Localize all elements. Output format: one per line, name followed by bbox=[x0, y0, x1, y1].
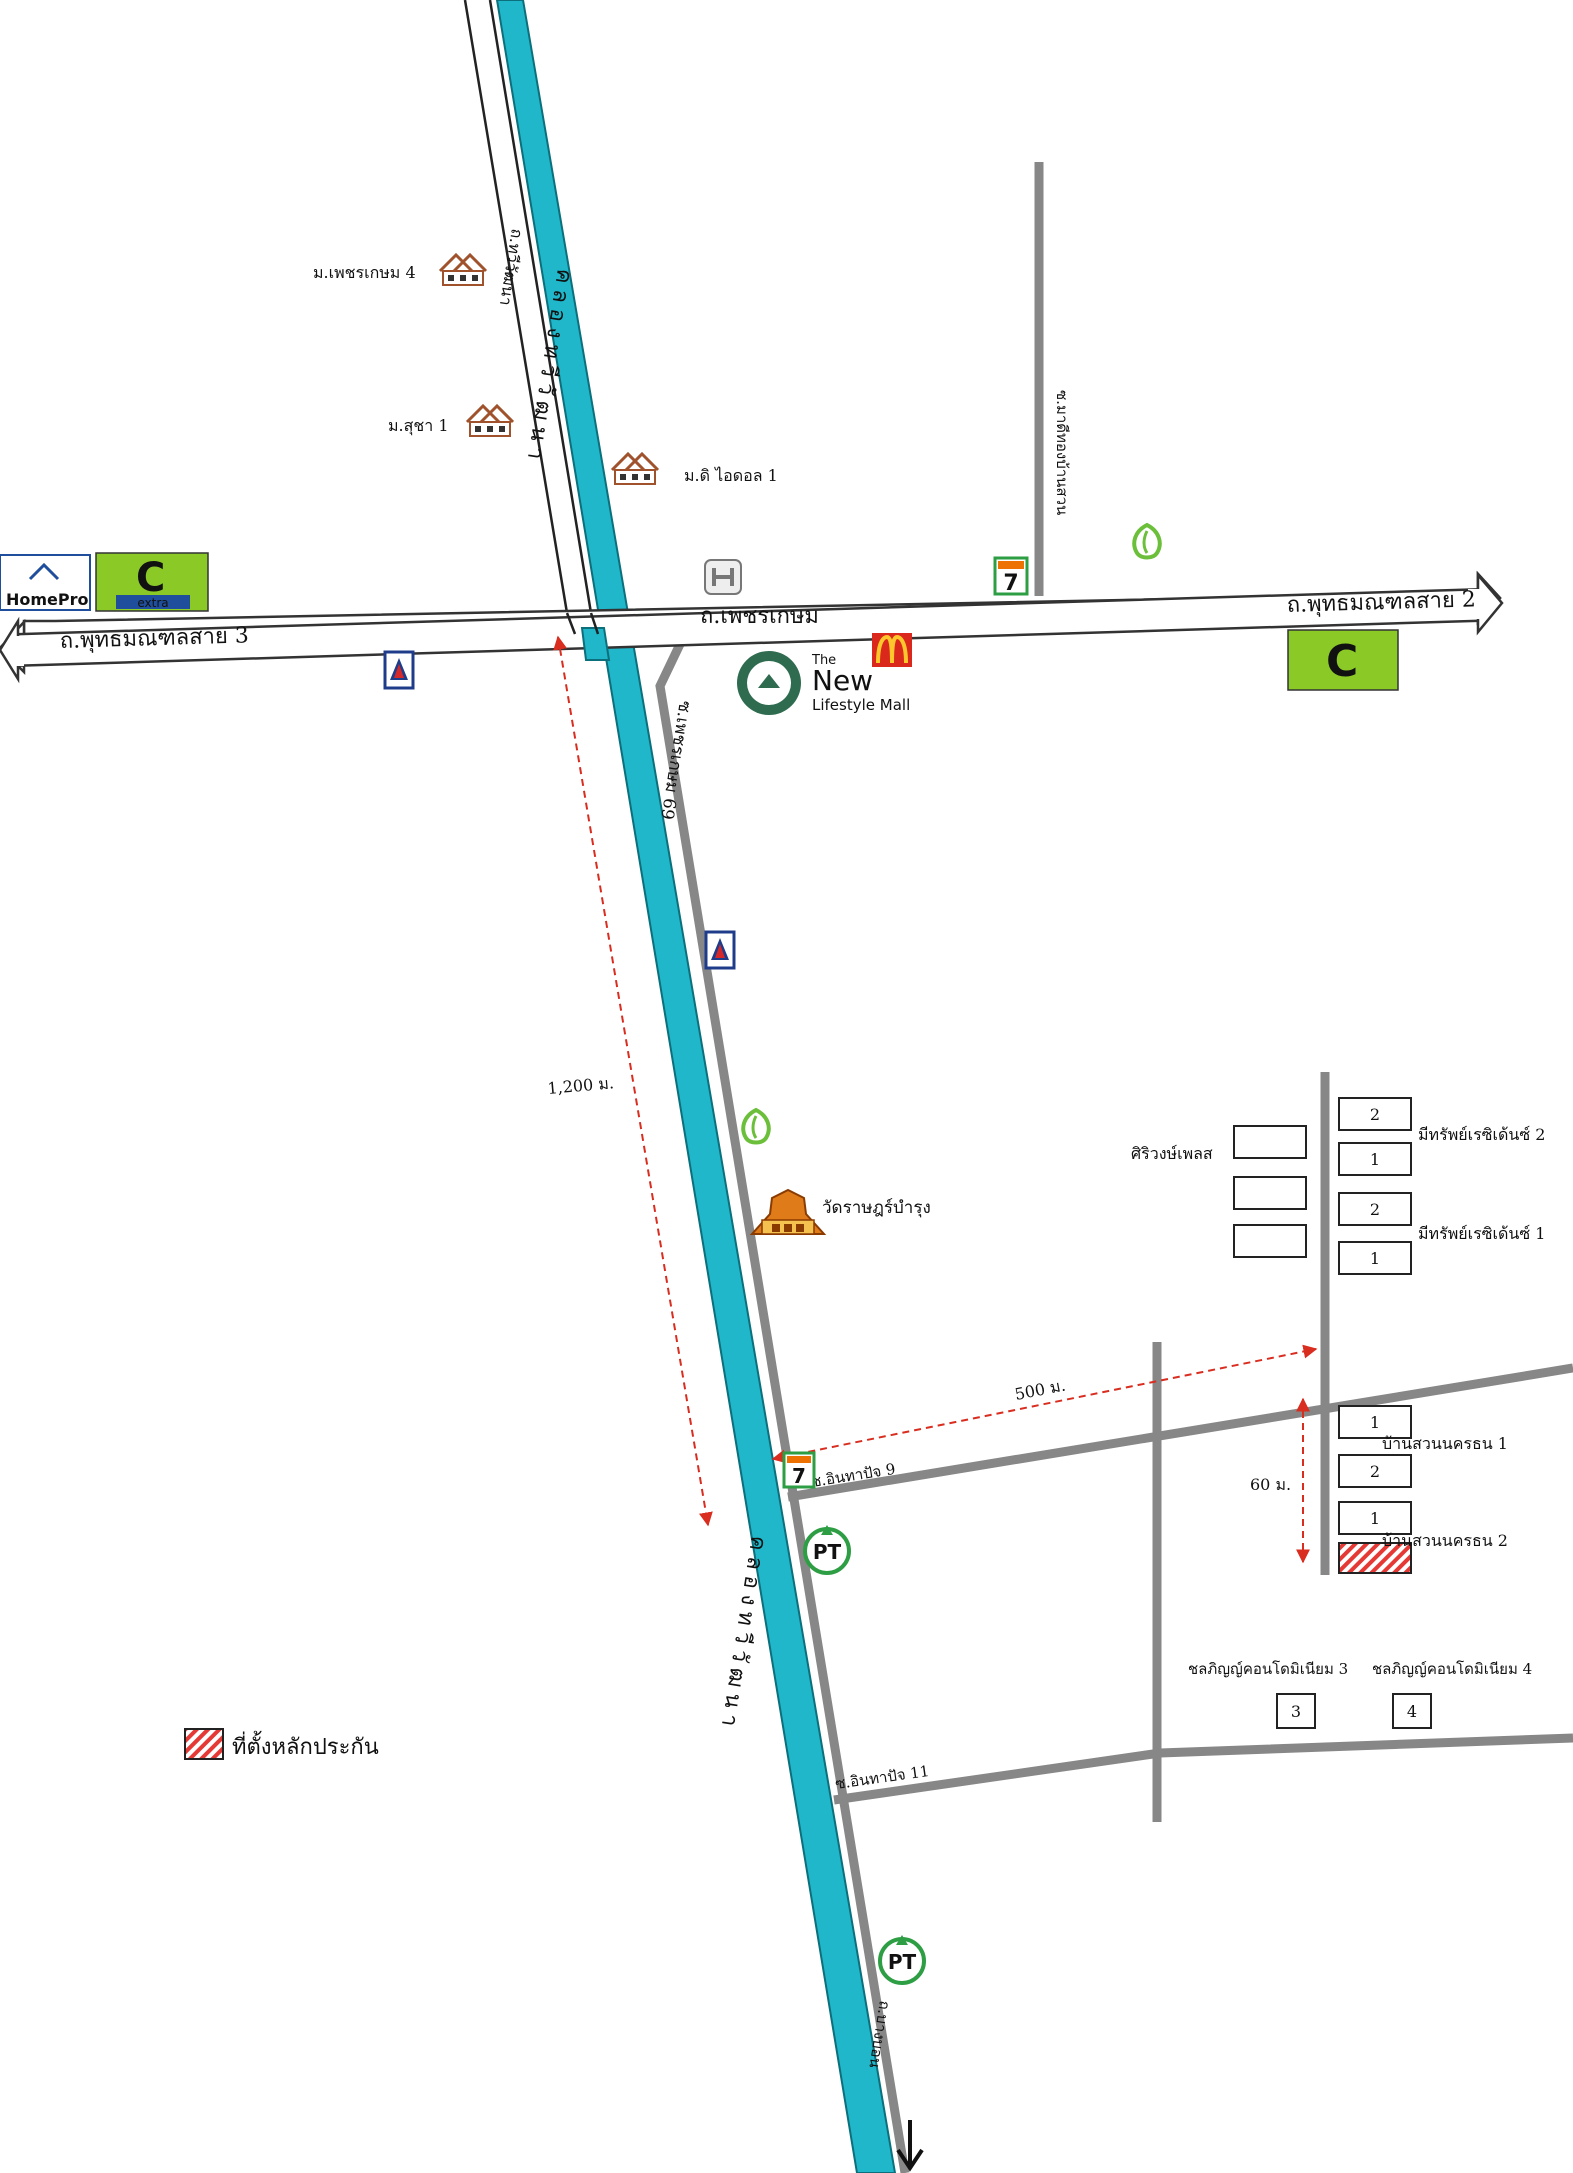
lot-box bbox=[1338, 1454, 1412, 1488]
canal-label-bottom: คลองทวีวัฒนา bbox=[715, 1534, 771, 1734]
seven-eleven-icon: 7 bbox=[782, 1451, 816, 1489]
lot-box bbox=[1338, 1501, 1412, 1535]
baan-suan-2-label: บ้านสวนนครธน 2 bbox=[1382, 1531, 1508, 1550]
lot-number: 1 bbox=[1370, 1249, 1380, 1268]
baan-suan-1-label: บ้านสวนนครธน 1 bbox=[1382, 1434, 1508, 1453]
distance-500-line bbox=[771, 1344, 1318, 1464]
lot-number: 2 bbox=[1370, 1105, 1380, 1124]
homepro-text: HomePro bbox=[6, 590, 89, 609]
meesap-1-label: มีทรัพย์เรซิเด้นซ์ 1 bbox=[1418, 1224, 1545, 1243]
village-phetkasem4-icon bbox=[438, 253, 488, 287]
pt-text: PT bbox=[813, 1540, 842, 1564]
thawiwatthana-label: ถ.ทวีวัฒนา bbox=[496, 227, 527, 307]
phutthamonthon-2-label: ถ.พุทธมณฑลสาย 2 bbox=[1286, 587, 1476, 618]
lot-number: 1 bbox=[1370, 1413, 1380, 1432]
bigc-c-text: C bbox=[136, 555, 165, 601]
village-phetkasem4-label: ม.เพชรเกษม 4 bbox=[313, 263, 416, 282]
legend-label: ที่ตั้งหลักประกัน bbox=[232, 1731, 379, 1760]
lot-box bbox=[1338, 1192, 1412, 1226]
lot-number: 2 bbox=[1370, 1462, 1380, 1481]
condo-4-label: ชลภิญญ์คอนโดมิเนียม 4 bbox=[1372, 1660, 1532, 1678]
distance-60-label: 60 ม. bbox=[1250, 1475, 1291, 1494]
village-ideal1-label: ม.ดิ ไอดอล 1 bbox=[684, 466, 778, 485]
seven-eleven-text: 7 bbox=[792, 1464, 806, 1488]
lot-number: 3 bbox=[1291, 1702, 1301, 1721]
bangchak-icon bbox=[741, 1108, 771, 1145]
phetkasem-label: ถ.เพชรเกษม bbox=[700, 604, 819, 629]
soi-intha-11-road bbox=[833, 1733, 1573, 1805]
village-ideal1-icon bbox=[610, 452, 660, 486]
village-sucha1-icon bbox=[465, 404, 515, 438]
mcdonalds-icon bbox=[872, 633, 912, 667]
temple-label: วัดราษฎร์บำรุง bbox=[822, 1198, 931, 1218]
south-arrow-icon bbox=[896, 2120, 924, 2172]
condo-4-box bbox=[1392, 1693, 1432, 1729]
madee-soi-label: ซ.มาดีทองบ้านสวน bbox=[1053, 390, 1071, 515]
lot-number: 2 bbox=[1370, 1200, 1380, 1219]
soi-phetkasem-69-road bbox=[655, 638, 910, 2173]
lot-box bbox=[1338, 1142, 1412, 1176]
mall-the-text: The bbox=[811, 653, 836, 668]
bangchak-icon bbox=[1132, 523, 1162, 560]
bigc-c-text: C bbox=[1326, 636, 1358, 687]
legend-swatch bbox=[184, 1728, 224, 1760]
village-sucha1-label: ม.สุชา 1 bbox=[388, 416, 449, 436]
ptt-icon bbox=[704, 930, 736, 970]
homepro-logo: HomePro bbox=[0, 554, 91, 611]
mall-new-text: New bbox=[812, 664, 873, 697]
seven-eleven-text: 7 bbox=[1003, 571, 1018, 596]
distance-1200-label: 1,200 ม. bbox=[547, 1073, 615, 1098]
temple-icon bbox=[749, 1188, 827, 1235]
siriwong-box bbox=[1233, 1224, 1307, 1258]
bigc-extra-text: extra bbox=[137, 596, 168, 610]
bigc-extra-logo: C extra bbox=[95, 552, 209, 612]
lot-box bbox=[1338, 1241, 1412, 1275]
new-lifestyle-mall-logo: The New Lifestyle Mall bbox=[737, 651, 910, 715]
lot-number: 1 bbox=[1370, 1150, 1380, 1169]
lot-number: 4 bbox=[1407, 1702, 1417, 1721]
pt-text: PT bbox=[888, 1950, 917, 1974]
condo-3-label: ชลภิญญ์คอนโดมิเนียม 3 bbox=[1188, 1660, 1348, 1678]
ptt-icon bbox=[383, 650, 415, 690]
bigc-logo: C bbox=[1287, 629, 1399, 691]
siriwong-box bbox=[1233, 1125, 1307, 1159]
phutthamonthon-3-label: ถ.พุทธมณฑลสาย 3 bbox=[59, 623, 249, 654]
distance-500-label: 500 ม. bbox=[1013, 1375, 1067, 1403]
pt-station-icon: PT bbox=[803, 1523, 851, 1575]
lot-number: 1 bbox=[1370, 1509, 1380, 1528]
thawiwatthana-road bbox=[463, 0, 569, 614]
honda-icon bbox=[704, 559, 742, 595]
mall-lifestyle-text: Lifestyle Mall bbox=[812, 696, 910, 714]
lot-box bbox=[1338, 1097, 1412, 1131]
pt-station-icon: PT bbox=[878, 1933, 926, 1985]
siriwong-box bbox=[1233, 1176, 1307, 1210]
seven-eleven-icon: 7 bbox=[993, 556, 1029, 596]
siriwong-label: ศิริวงษ์เพลส bbox=[1131, 1144, 1213, 1163]
lot-box bbox=[1338, 1405, 1412, 1439]
collateral-lot bbox=[1338, 1542, 1412, 1574]
meesap-2-label: มีทรัพย์เรซิเด้นซ์ 2 bbox=[1418, 1125, 1545, 1144]
condo-3-box bbox=[1276, 1693, 1316, 1729]
distance-1200-line bbox=[553, 635, 713, 1527]
